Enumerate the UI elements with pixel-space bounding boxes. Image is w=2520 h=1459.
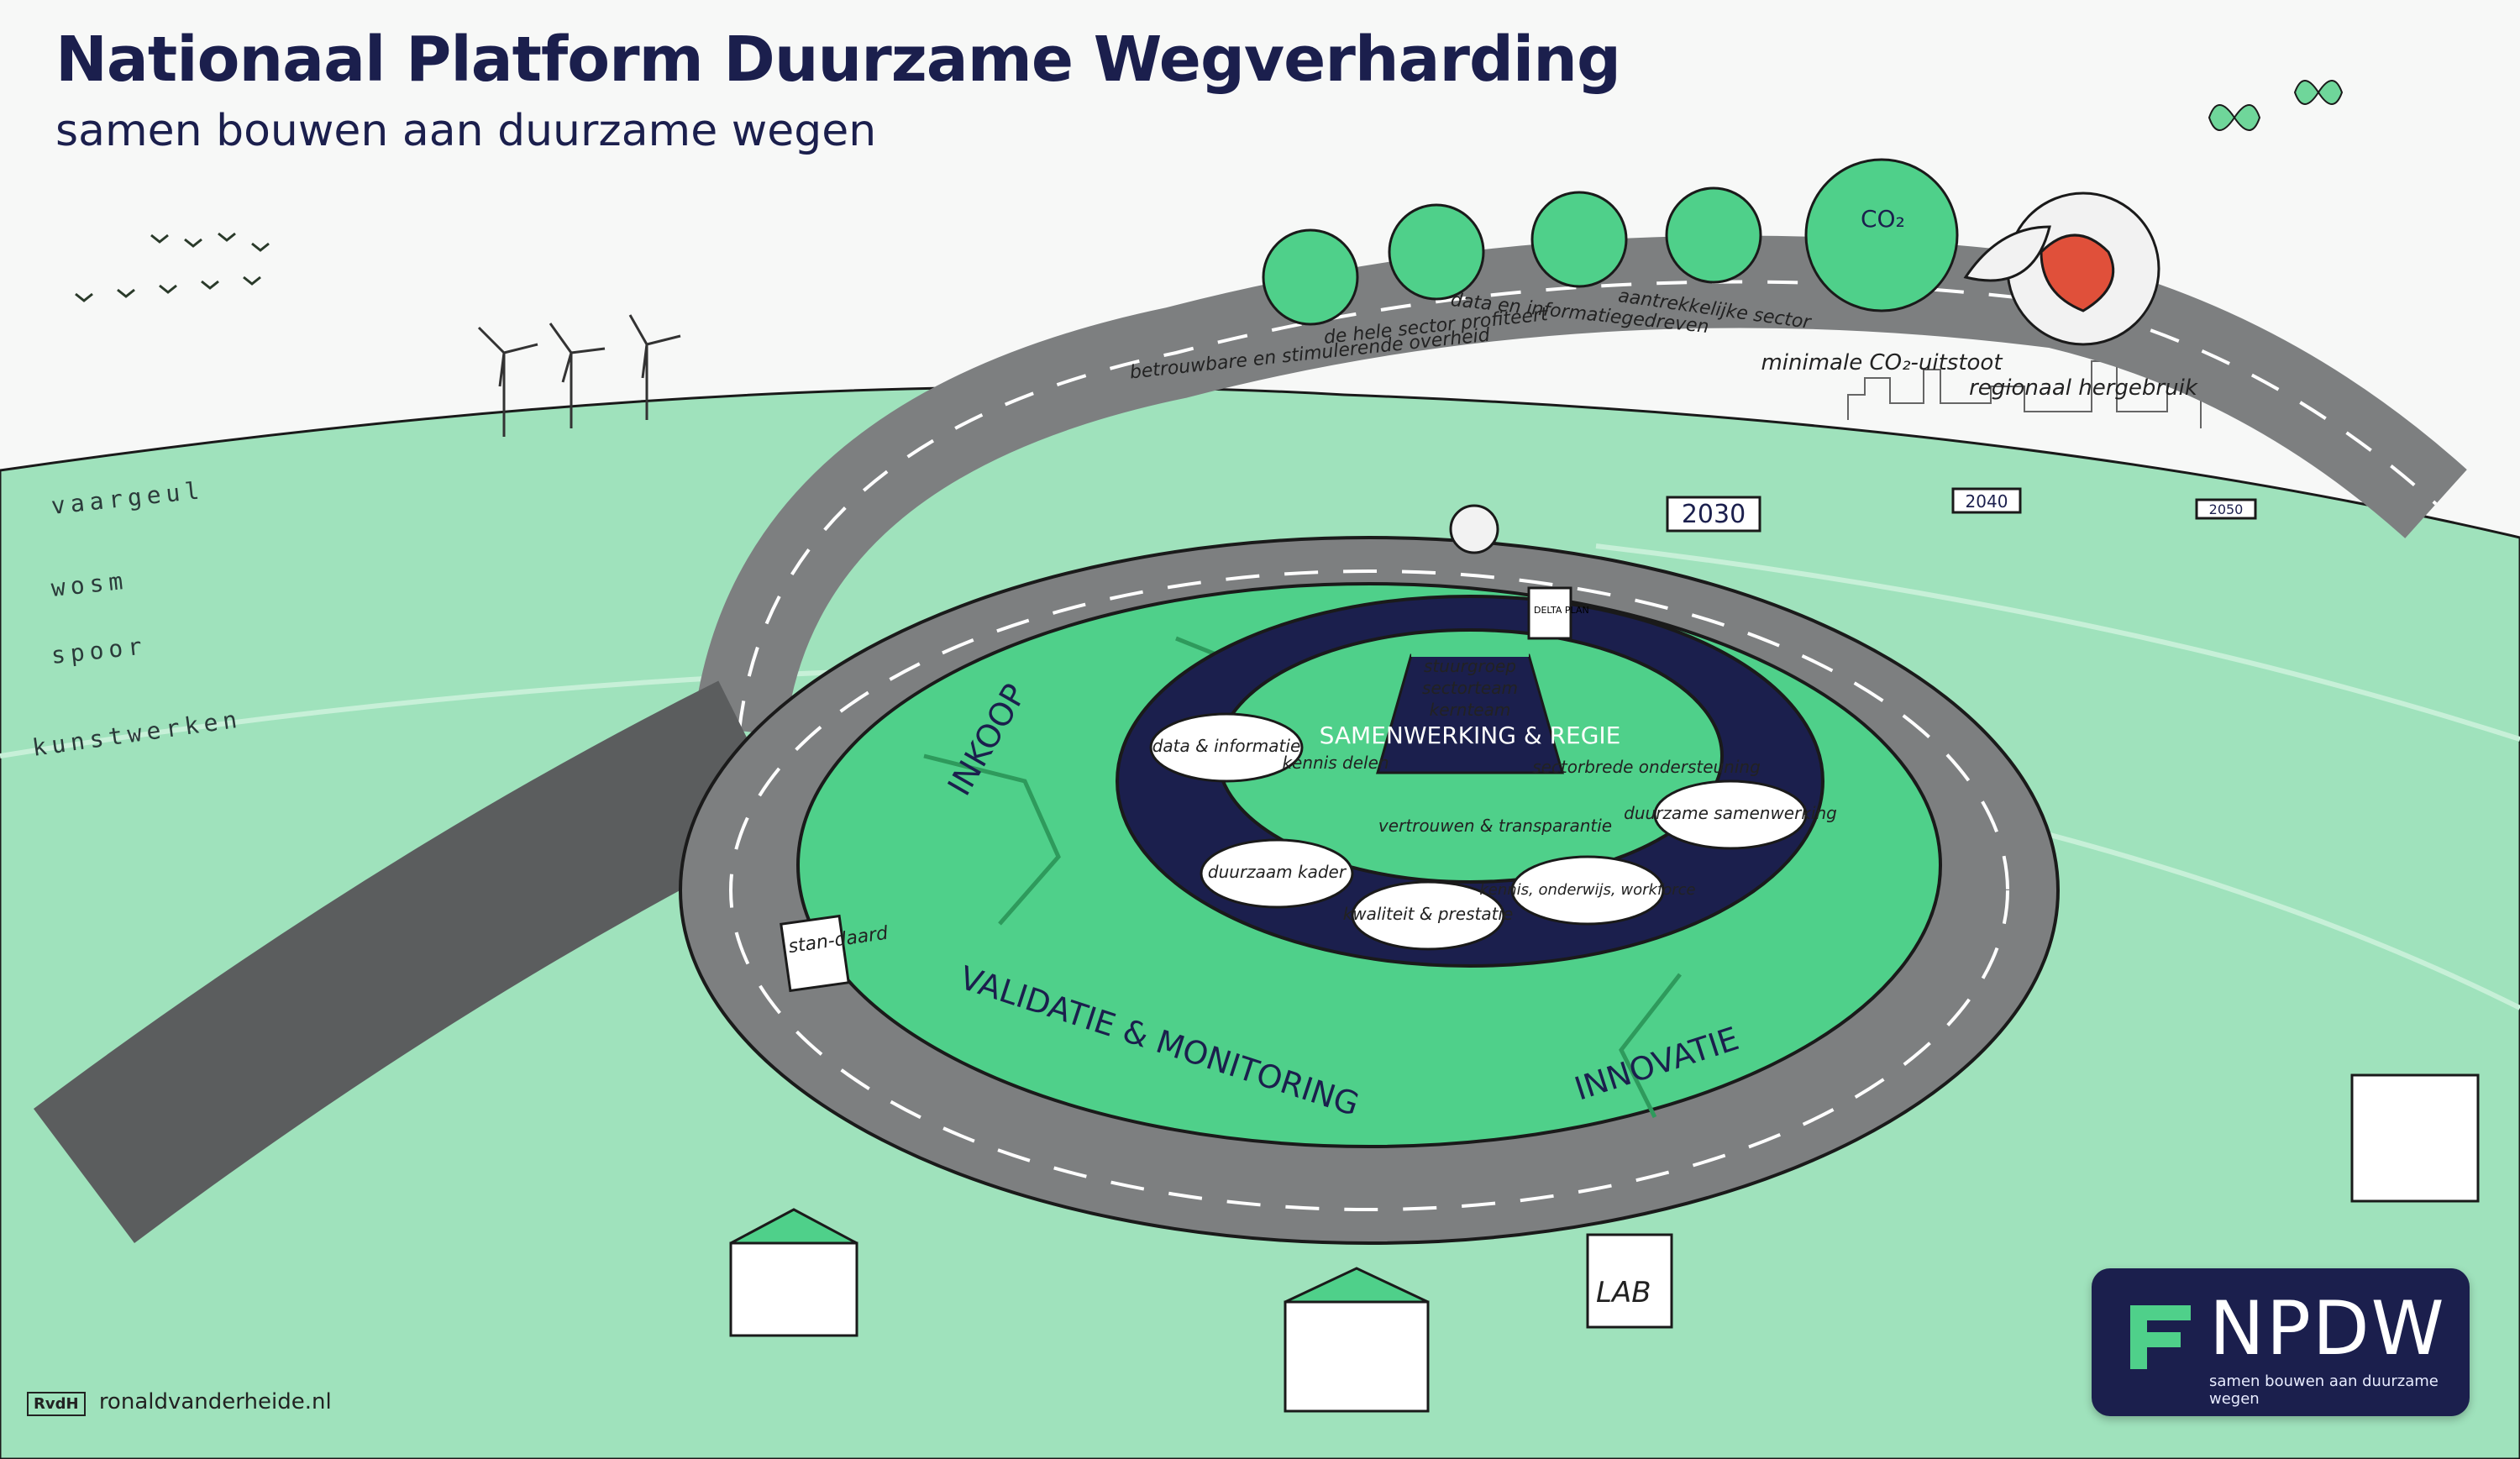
goal-label-5: regionaal hergebruik	[1969, 375, 2198, 401]
idea-bulb-icon	[1449, 504, 1499, 554]
pillar-label-0: data & informatie	[1152, 736, 1301, 756]
center-tier-1: sectorteam	[1422, 678, 1518, 698]
butterfly-icon	[2208, 80, 2344, 131]
center-title: SAMENWERKING & REGIE	[1320, 722, 1621, 749]
logo-tagline: samen bouwen aan duurzame wegen	[2209, 1372, 2439, 1408]
logo-brand: NPDW	[2209, 1285, 2446, 1372]
year-2030: 2030	[1682, 500, 1746, 529]
co2-icon: CO₂	[1861, 205, 1905, 233]
sign-delta-plan: DELTA PLAN	[1534, 605, 1589, 616]
lab-building	[1586, 1233, 1673, 1329]
year-2050: 2050	[2209, 501, 2244, 517]
reuse-map-icon	[2040, 234, 2115, 312]
artist-initials: RvdH	[27, 1392, 86, 1416]
npdw-mark-icon	[2130, 1305, 2191, 1369]
inner-label-kennis: kennis delen	[1282, 753, 1389, 773]
buildings	[729, 1073, 2480, 1413]
pillar-label-1: duurzaam kader	[1208, 862, 1347, 882]
page-subtitle: samen bouwen aan duurzame wegen	[55, 106, 877, 156]
pillar-label-4: duurzame samenwerking	[1624, 803, 1837, 823]
sign-lab: LAB	[1596, 1276, 1651, 1309]
npdw-logo: NPDW samen bouwen aan duurzame wegen	[2092, 1268, 2470, 1416]
leaf-icon	[1963, 225, 2051, 282]
page-title: Nationaal Platform Duurzame Wegverhardin…	[55, 24, 1621, 96]
inner-label-vertrouwen: vertrouwen & transparantie	[1378, 816, 1612, 836]
goal-label-4: minimale CO₂-uitstoot	[1761, 350, 2003, 375]
artist-site: ronaldvanderheide.nl	[98, 1389, 332, 1414]
year-2040: 2040	[1966, 491, 2008, 512]
windmills	[477, 314, 681, 437]
center-tier-0: stuurgroep	[1424, 656, 1516, 676]
birds-decoration	[75, 232, 270, 302]
pillar-label-3: kennis, onderwijs, workforce	[1479, 881, 1695, 899]
pillar-cylinders	[1149, 712, 1808, 951]
pillar-label-2: kwaliteit & prestatie	[1343, 904, 1514, 924]
road-to-past	[34, 680, 794, 1244]
inner-label-sectorbreed: sectorbrede ondersteuning	[1532, 757, 1761, 777]
year-signs	[1666, 487, 2257, 533]
artist-credit: RvdH ronaldvanderheide.nl	[27, 1389, 332, 1416]
center-tier-2: kernteam	[1430, 700, 1511, 720]
city-skyline	[1847, 360, 2202, 428]
